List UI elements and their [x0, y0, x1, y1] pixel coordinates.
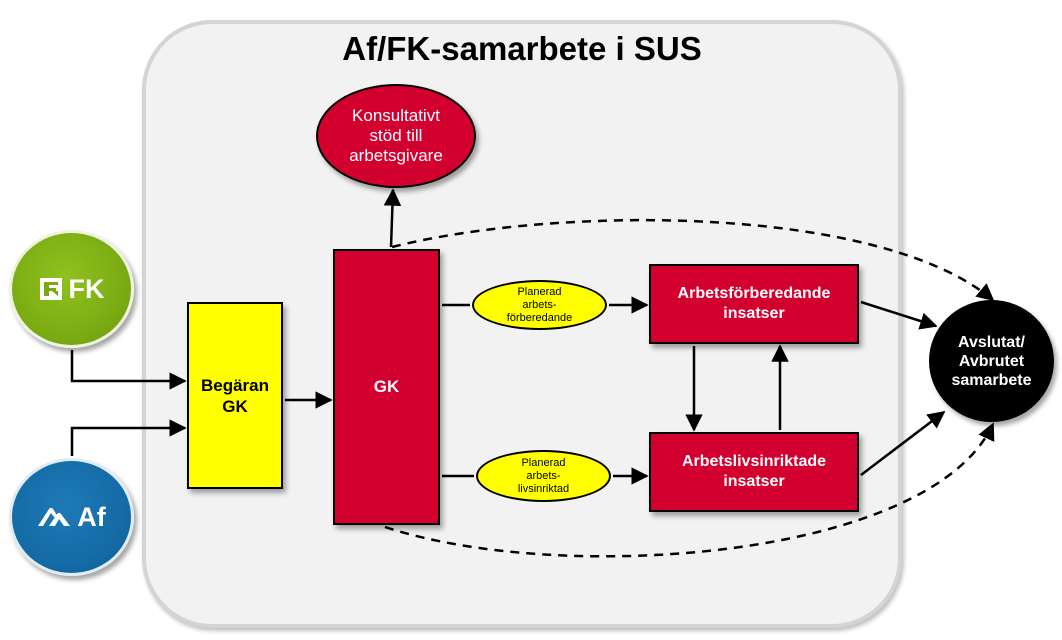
konsultativt-stod-label: Konsultativt stöd till arbetsgivare — [349, 106, 443, 165]
fk-node: FK — [9, 230, 134, 348]
af-logo-icon — [38, 507, 71, 526]
planerad-arbetsforberedande-label: Planerad arbets- förberedande — [506, 285, 573, 324]
konsultativt-stod-node: Konsultativt stöd till arbetsgivare — [316, 84, 476, 188]
diagram-title: Af/FK-samarbete i SUS — [342, 30, 702, 67]
arbetslivsinriktade-insatser-label: Arbetslivsinriktade insatser — [681, 453, 827, 490]
fk-label: FK — [68, 273, 105, 304]
avslutat-avbrutet-label: Avslutat/ Avbrutet samarbete — [951, 333, 1032, 389]
planerad-arbetsforberedande-oval: Planerad arbets- förberedande — [472, 280, 607, 330]
begaran-gk-label: Begäran GK — [200, 375, 270, 416]
arrow-forb-to-avslutat — [860, 300, 938, 330]
af-node: Af — [9, 458, 134, 576]
dashed-arrow-gk-top-to-avslutat — [391, 218, 995, 302]
planerad-arbetslivsinriktad-oval: Planerad arbets- livsinriktad — [476, 450, 611, 502]
arrow-af-to-begaran — [70, 419, 187, 456]
arbetsforberedande-insatser-label: Arbetsförberedande insatser — [677, 285, 831, 322]
dashed-arrow-gk-bottom-to-avslutat — [384, 422, 995, 558]
planerad-arbetslivsinriktad-label: Planerad arbets- livsinriktad — [517, 456, 570, 495]
af-label: Af — [77, 501, 106, 532]
arrow-gk-to-konsultativt — [383, 188, 402, 248]
arbetslivsinriktade-insatser-box: Arbetslivsinriktade insatser — [649, 432, 859, 512]
arrow-fk-to-begaran — [70, 350, 187, 390]
arbetsforberedande-insatser-box: Arbetsförberedande insatser — [649, 264, 859, 344]
gk-label: GK — [373, 377, 400, 396]
avslutat-avbrutet-node: Avslutat/ Avbrutet samarbete — [929, 300, 1054, 422]
arrow-livs-to-avslutat — [860, 410, 946, 476]
gk-box: GK — [333, 249, 440, 525]
begaran-gk-box: Begäran GK — [187, 302, 283, 489]
fk-logo-icon — [39, 278, 62, 300]
